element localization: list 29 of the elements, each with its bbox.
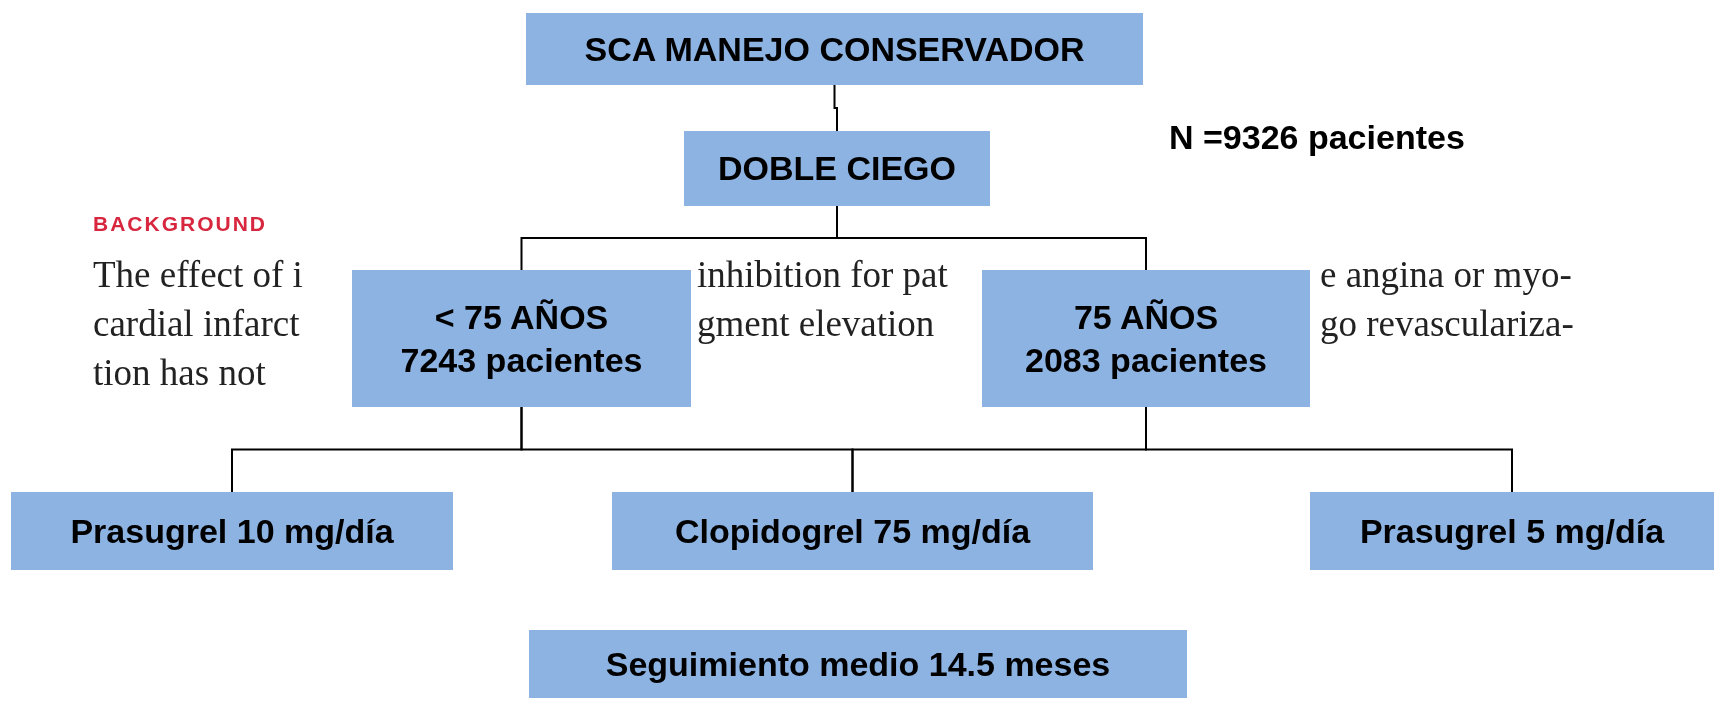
box-text: 2083 pacientes <box>1025 339 1267 381</box>
paragraph-fragment: gment elevation <box>697 305 935 342</box>
process-box <box>684 131 990 206</box>
box-text: Clopidogrel 75 mg/día <box>674 510 1031 552</box>
paragraph-fragment: inhibition for pat <box>697 256 948 293</box>
box-text: 7243 pacientes <box>400 339 643 381</box>
connector-line <box>836 205 1147 271</box>
paragraph-fragment: cardial infarct <box>93 305 300 342</box>
sample-size-note: N =9326 pacientes <box>1169 120 1465 154</box>
section-heading: BACKGROUND <box>93 213 267 234</box>
box-text: Prasugrel 5 mg/día <box>1359 510 1665 552</box>
paragraph-fragment: e angina or myo- <box>1320 256 1572 293</box>
box-text: SCA MANEJO CONSERVADOR <box>584 28 1085 70</box>
paragraph-fragment: The effect of i <box>93 256 303 293</box>
box-text: < 75 AÑOS <box>434 297 609 338</box>
paragraph-fragment: tion has not <box>93 354 266 391</box>
process-box <box>526 13 1143 85</box>
process-box <box>612 492 1093 570</box>
paragraph-fragment: go revasculariza- <box>1320 305 1574 342</box>
process-box <box>529 630 1187 698</box>
connector-line <box>833 84 838 132</box>
process-box <box>352 270 691 407</box>
process-box <box>1310 492 1714 570</box>
process-box <box>982 270 1310 407</box>
process-box <box>11 492 453 570</box>
box-text: Prasugrel 10 mg/día <box>70 510 394 552</box>
box-text: 75 AÑOS <box>1073 297 1219 338</box>
box-text: DOBLE CIEGO <box>718 148 956 190</box>
box-text: Seguimiento medio 14.5 meses <box>605 643 1111 685</box>
